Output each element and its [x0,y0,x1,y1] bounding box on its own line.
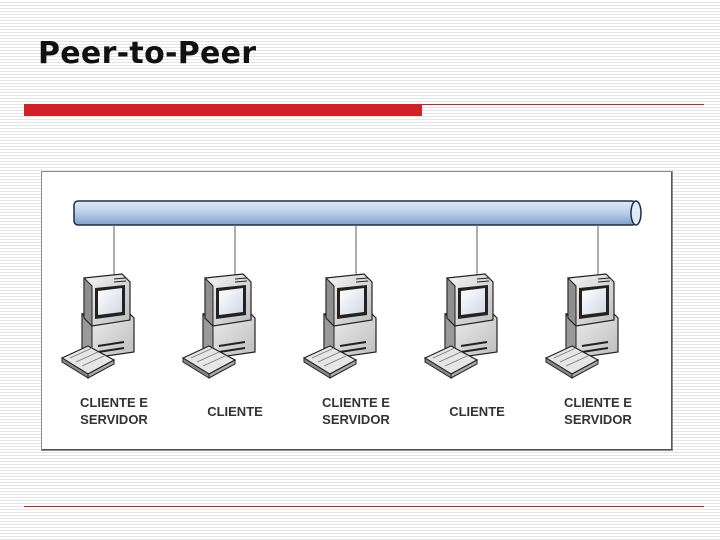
node-label: CLIENTE E SERVIDOR [543,394,653,428]
computer-icon [424,273,498,379]
computer-icon [61,273,135,379]
computer-icon [545,273,619,379]
node-label: CLIENTE E SERVIDOR [301,394,411,428]
network-diagram-frame: CLIENTE E SERVIDOR CLIENTE CLIENTE E SER… [41,171,673,451]
computer-icon [303,273,377,379]
node-label-line: CLIENTE [449,404,505,419]
node-label-line: CLIENTE [207,404,263,419]
node-label-line: CLIENTE E [564,395,632,410]
node-label: CLIENTE [180,403,290,420]
node-label-line: SERVIDOR [564,412,632,427]
network-diagram [61,200,642,379]
node-label-line: SERVIDOR [322,412,390,427]
slide-title: Peer-to-Peer [38,36,257,71]
node-label-line: SERVIDOR [80,412,148,427]
node-label: CLIENTE [422,403,532,420]
node-label-line: CLIENTE E [322,395,390,410]
node-label-line: CLIENTE E [80,395,148,410]
title-accent-line [422,104,704,105]
node-label: CLIENTE E SERVIDOR [59,394,169,428]
network-bus [73,200,642,226]
computer-icon [182,273,256,379]
title-accent-bar [24,104,422,116]
footer-accent-line [24,506,704,507]
